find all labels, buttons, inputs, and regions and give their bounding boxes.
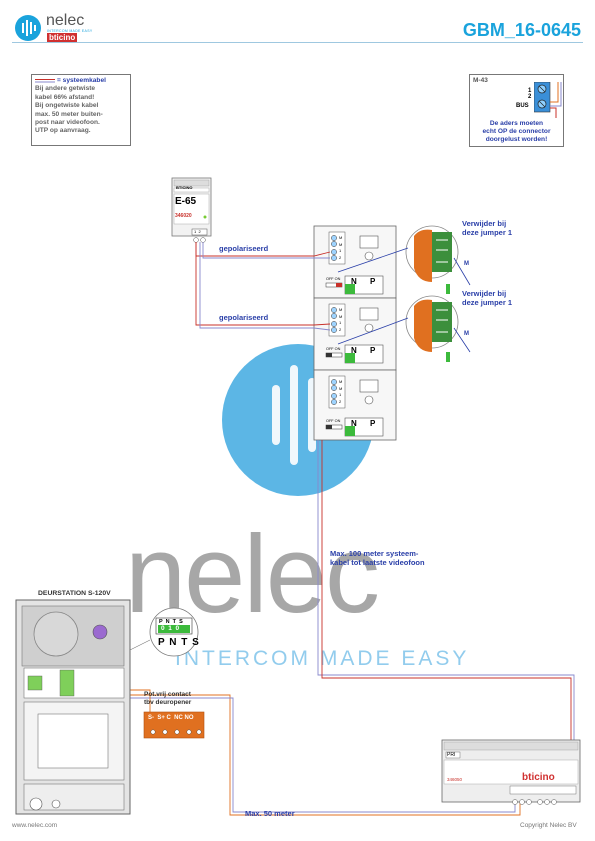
terminal-label: 1 (339, 248, 342, 253)
polarized-label-2: gepolariseerd (219, 313, 269, 322)
distributor-unit (441, 739, 581, 805)
monitor-2-switch: OFF ON (326, 347, 341, 351)
jumper-callout-1 (337, 225, 471, 294)
header-divider (12, 42, 583, 43)
monitor-1-switch: OFF ON (326, 277, 341, 281)
document-id: GBM_16-0645 (462, 20, 581, 40)
remove-jumper-note-1: Verwijder bij deze jumper 1 (462, 219, 512, 237)
note-line: max. 50 meter buiten- (35, 110, 103, 118)
m43-terminal-2: 2 (528, 94, 532, 100)
door-station (15, 599, 131, 815)
polarized-label-1: gepolariseerd (219, 244, 269, 253)
note-line: UTP op aanvraag. (35, 127, 91, 135)
terminal-label: 1 (339, 320, 342, 325)
pnts-bottom: P N T S (158, 637, 200, 648)
terminal-label: 1 (339, 392, 342, 397)
terminal-label: M (339, 307, 343, 312)
note-line: kabel 66% afstand! (35, 93, 95, 101)
terminal-label: M (339, 385, 343, 391)
note-line: Bij andere getwiste (35, 85, 96, 93)
watermark-tagline: INTERCOM MADE EASY (175, 647, 470, 670)
brand-logo: nelec INTERCOM MADE EASY bticino (14, 12, 134, 42)
monitor-1 (313, 225, 397, 299)
contact-line: Pot.vrij contact (144, 691, 191, 698)
m43-bus-label: BUS (516, 103, 529, 109)
brand-name: nelec (46, 12, 85, 29)
m43-terminal-1: 1 (528, 88, 532, 94)
monitor-3-switch: OFF ON (326, 419, 341, 423)
door-station-title: DEURSTATION S-120V (38, 590, 111, 597)
terminal-label: 2 (339, 254, 342, 260)
monitor-2-p: P (370, 346, 376, 355)
sub-brand: bticino (47, 33, 78, 42)
monitor-3 (313, 369, 397, 441)
distributor-part-no: 346050 (447, 777, 463, 782)
max-100-line: kabel tot laatste videofoon (330, 558, 425, 567)
remove-jumper-line: deze jumper 1 (462, 228, 513, 237)
door-opener-contact (143, 711, 205, 739)
monitor-1-p: P (370, 277, 376, 286)
monitor-terminal-labels: M M 1 2 (339, 235, 342, 261)
psu-terminals: 1 2 (194, 229, 201, 234)
terminal-label: M (339, 379, 343, 384)
power-supply-e65 (171, 177, 212, 243)
footer-website: www.nelec.com (12, 822, 58, 829)
monitor-2 (313, 297, 397, 371)
monitor-2-n: N (351, 346, 357, 355)
monitor-3-p: P (370, 419, 376, 428)
m43-connector-box: M-43 1 2 BUS De aders moeten echt OP de … (469, 74, 564, 147)
terminal-label: 2 (339, 326, 342, 332)
cable-note-box: = systeemkabel Bij andere getwiste kabel… (31, 74, 131, 146)
pnts-top: P N T S (159, 619, 183, 625)
psu-part-number: 346020 (175, 213, 192, 219)
monitor-terminals (331, 235, 337, 405)
terminal-label: M (339, 313, 343, 319)
max-100-note: Max. 100 meter systeem- kabel tot laatst… (330, 549, 425, 567)
remove-jumper-line: deze jumper 1 (462, 298, 513, 307)
distributor-label: PRI (447, 752, 456, 758)
psu-model: E-65 (175, 196, 197, 207)
distributor-brand: bticino (522, 772, 555, 783)
contact-note: Pot.vrij contact tbv deuropener (144, 691, 191, 707)
m43-note-line: echt OP de connector (482, 128, 551, 135)
pnts-zoom (129, 607, 199, 657)
pnts-values: 0 1 0 (161, 625, 180, 632)
m43-connector-icon (534, 82, 562, 118)
remove-jumper-note-2: Verwijder bij deze jumper 1 (462, 289, 512, 307)
footer-copyright: Copyright Nelec BV (520, 822, 577, 829)
m43-note: De aders moeten echt OP de connector doo… (470, 120, 563, 144)
monitor-1-n: N (351, 277, 357, 286)
remove-jumper-line: Verwijder bij (462, 289, 507, 298)
m43-note-line: De aders moeten (489, 120, 544, 127)
terminal-label: M (339, 241, 343, 247)
contact-terminals-label: S- S+ C NC NO (148, 715, 194, 721)
remove-jumper-line: Verwijder bij (462, 219, 507, 228)
m-label-2: M (464, 331, 469, 337)
note-line: post naar videofoon. (35, 119, 100, 127)
terminal-label: M (339, 235, 343, 240)
monitor-3-n: N (351, 419, 357, 428)
psu-brand: BTICINO (176, 185, 193, 190)
nelec-logo-icon (15, 15, 41, 41)
monitor-terminal-labels: M M 1 2 (339, 379, 342, 405)
m43-note-line: doorgelust worden! (485, 136, 548, 143)
terminal-label: 2 (339, 398, 342, 404)
contact-line: tbv deuropener (144, 699, 192, 706)
monitor-terminal-labels: M M 1 2 (339, 307, 342, 333)
note-line: Bij ongetwiste kabel (35, 102, 99, 110)
legend-label: = systeemkabel (57, 77, 106, 84)
jumper-callout-2 (337, 295, 471, 362)
max-100-line: Max. 100 meter systeem- (330, 549, 419, 558)
m43-title: M-43 (473, 77, 488, 84)
max-50-label: Max. 50 meter (245, 809, 295, 818)
m-label-1: M (464, 261, 469, 267)
brand-tagline: INTERCOM MADE EASY (47, 29, 93, 33)
system-cable-legend-icon (35, 79, 55, 83)
